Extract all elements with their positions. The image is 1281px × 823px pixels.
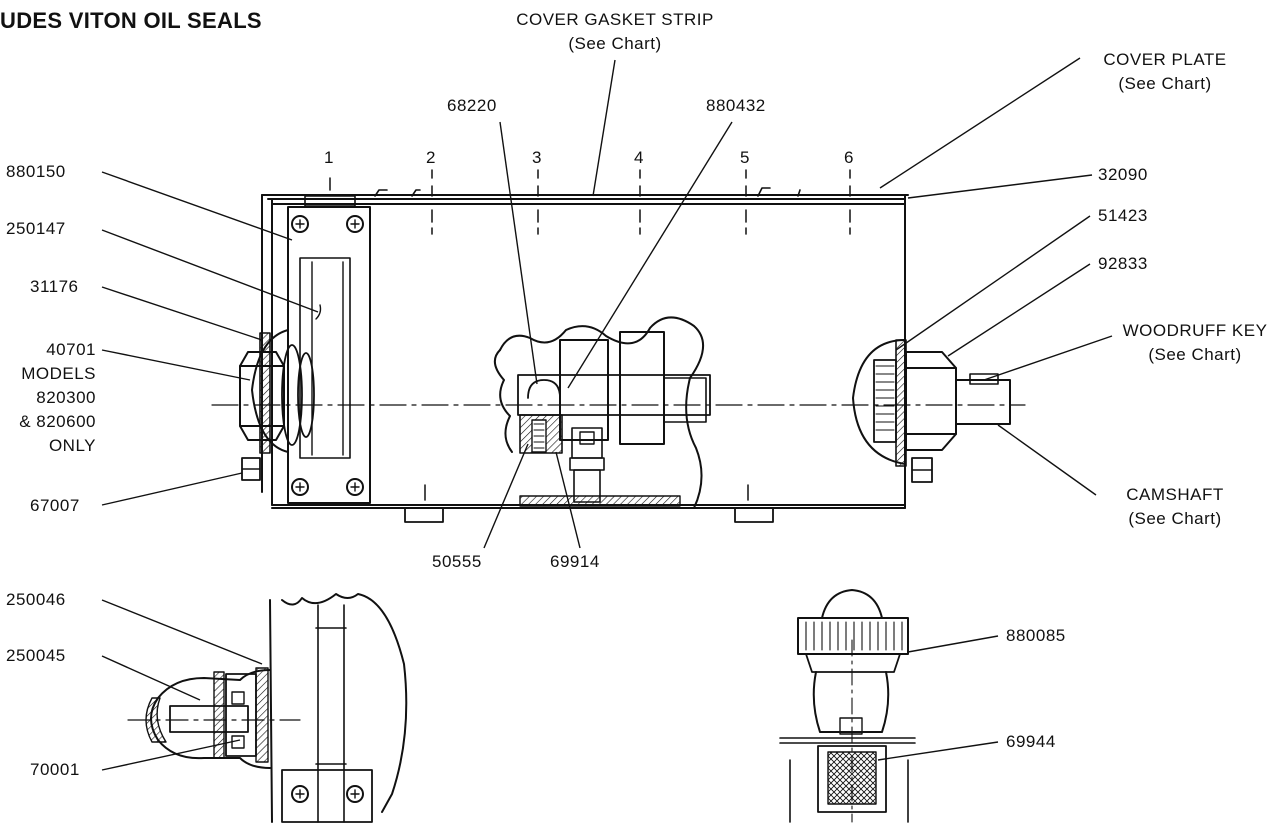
label-cover-gasket-strip-note: (See Chart): [568, 34, 662, 53]
position-number: 4: [634, 148, 644, 167]
left-seal-assembly: [239, 329, 315, 481]
label-cover-gasket-strip: COVER GASKET STRIP: [516, 10, 714, 29]
position-number: 5: [740, 148, 750, 167]
label-part-67007: 67007: [30, 496, 80, 515]
page-title: UDES VITON OIL SEALS: [0, 8, 262, 33]
label-part-69914: 69914: [550, 552, 600, 571]
right-seal-assembly: [852, 339, 1011, 483]
label-part-50555: 50555: [432, 552, 482, 571]
position-number: 1: [324, 148, 334, 167]
label-camshaft-note: (See Chart): [1128, 509, 1222, 528]
label-model-820300: 820300: [36, 388, 96, 407]
label-models-only: ONLY: [48, 436, 96, 455]
label-part-250147: 250147: [6, 219, 66, 238]
foot-left: [404, 507, 444, 523]
label-models: MODELS: [21, 364, 96, 383]
label-cover-plate-note: (See Chart): [1118, 74, 1212, 93]
label-part-880432: 880432: [706, 96, 766, 115]
position-number: 6: [844, 148, 854, 167]
leader-lines: [101, 57, 1113, 771]
filler-cap-detail: [779, 589, 916, 823]
label-part-40701: 40701: [46, 340, 96, 359]
position-number: 3: [532, 148, 542, 167]
label-part-51423: 51423: [1098, 206, 1148, 225]
label-model-820600: & 820600: [19, 412, 96, 431]
position-number: 2: [426, 148, 436, 167]
label-part-32090: 32090: [1098, 165, 1148, 184]
label-part-68220: 68220: [447, 96, 497, 115]
position-centerlines: [329, 169, 851, 501]
label-cover-plate: COVER PLATE: [1103, 50, 1227, 69]
center-cutaway: [493, 316, 711, 509]
label-part-880150: 880150: [6, 162, 66, 181]
label-part-70001: 70001: [30, 760, 80, 779]
label-woodruff-key-note: (See Chart): [1148, 345, 1242, 364]
label-part-250045: 250045: [6, 646, 66, 665]
label-camshaft: CAMSHAFT: [1126, 485, 1224, 504]
breather-detail: [127, 593, 408, 823]
housing-box: [261, 194, 909, 509]
label-part-69944: 69944: [1006, 732, 1056, 751]
label-part-250046: 250046: [6, 590, 66, 609]
label-part-31176: 31176: [30, 277, 79, 296]
label-part-92833: 92833: [1098, 254, 1148, 273]
sight-glass-window: [287, 206, 371, 504]
label-woodruff-key: WOODRUFF KEY: [1122, 321, 1268, 340]
label-part-880085: 880085: [1006, 626, 1066, 645]
foot-right: [734, 507, 774, 523]
